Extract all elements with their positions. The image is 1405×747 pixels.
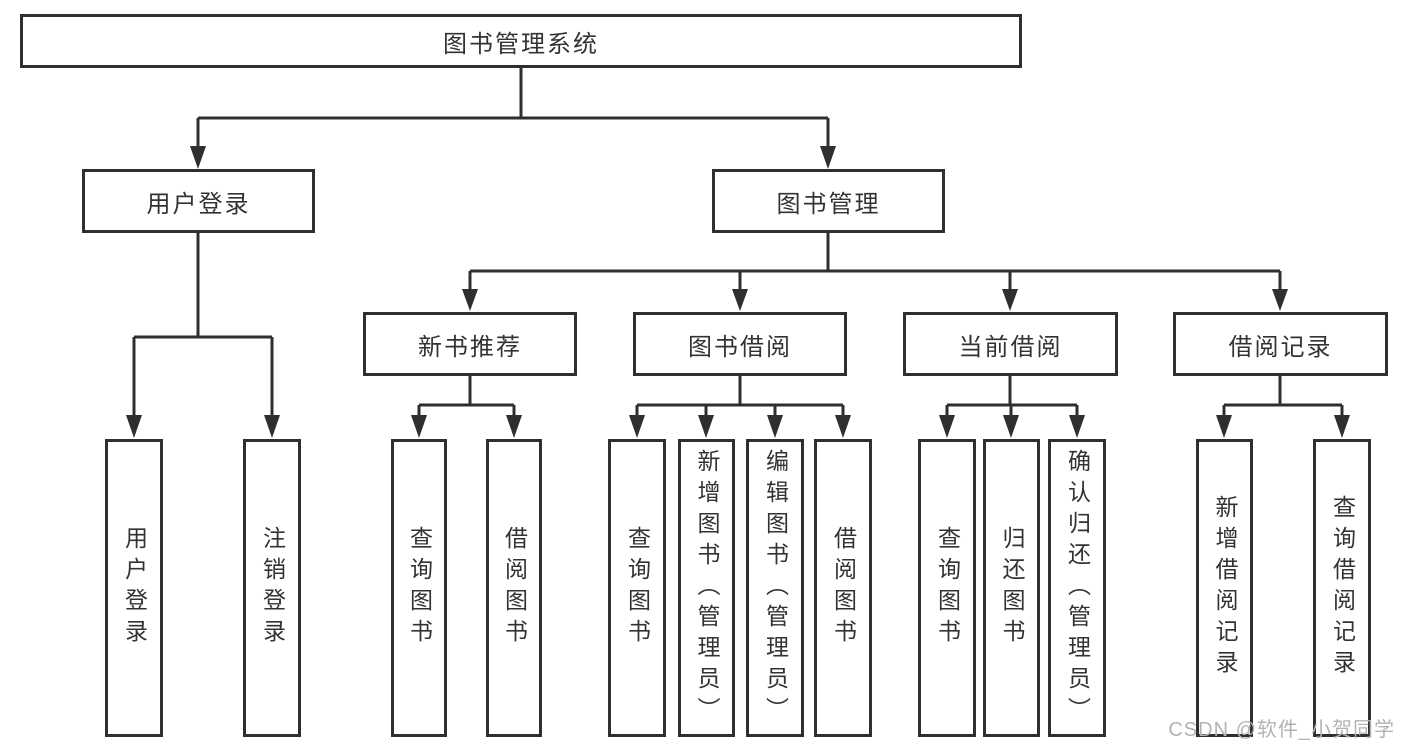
leaf-confirm-return-admin: 确认归还（管理员） (1048, 439, 1106, 737)
node-book-borrowing-label: 图书借阅 (688, 333, 792, 361)
leaf-add-borrow-record-label: 新增借阅记录 (1212, 495, 1238, 681)
leaf-query-books-2: 查询图书 (608, 439, 666, 737)
leaf-borrow-books-1: 借阅图书 (486, 439, 542, 737)
csdn-watermark: CSDN @软件_小贺同学 (1168, 719, 1395, 741)
leaf-query-books-3-label: 查询图书 (934, 526, 961, 650)
node-root: 图书管理系统 (20, 14, 1022, 68)
leaf-edit-books-admin-label: 编辑图书（管理员） (762, 448, 789, 728)
leaf-return-books: 归还图书 (983, 439, 1040, 737)
leaf-query-books-1: 查询图书 (391, 439, 447, 737)
node-book-borrowing: 图书借阅 (633, 312, 847, 376)
node-book-management: 图书管理 (712, 169, 945, 233)
leaf-borrow-books-2-label: 借阅图书 (830, 526, 857, 650)
leaf-query-books-3: 查询图书 (918, 439, 976, 737)
leaf-logout: 注销登录 (243, 439, 301, 737)
node-borrow-records-label: 借阅记录 (1228, 333, 1333, 361)
leaf-add-books-admin-label: 新增图书（管理员） (694, 448, 720, 728)
leaf-query-borrow-record-label: 查询借阅记录 (1329, 495, 1356, 681)
leaf-query-books-1-label: 查询图书 (406, 526, 433, 650)
node-borrow-records: 借阅记录 (1173, 312, 1388, 376)
leaf-return-books-label: 归还图书 (999, 526, 1025, 650)
node-new-book-recommend: 新书推荐 (363, 312, 577, 376)
leaf-user-login: 用户登录 (105, 439, 163, 737)
node-book-management-label: 图书管理 (776, 190, 881, 218)
node-user-login-label: 用户登录 (146, 190, 251, 218)
node-user-login: 用户登录 (82, 169, 315, 233)
leaf-query-books-2-label: 查询图书 (624, 526, 651, 650)
node-current-borrowing: 当前借阅 (903, 312, 1118, 376)
leaf-query-borrow-record: 查询借阅记录 (1313, 439, 1371, 737)
node-root-label: 图书管理系统 (443, 30, 599, 58)
leaf-confirm-return-admin-label: 确认归还（管理员） (1064, 448, 1091, 728)
node-new-book-recommend-label: 新书推荐 (418, 333, 522, 361)
leaf-add-borrow-record: 新增借阅记录 (1196, 439, 1253, 737)
node-current-borrowing-label: 当前借阅 (958, 333, 1063, 361)
leaf-add-books-admin: 新增图书（管理员） (678, 439, 735, 737)
leaf-logout-label: 注销登录 (259, 526, 286, 650)
leaf-borrow-books-1-label: 借阅图书 (501, 526, 528, 650)
leaf-borrow-books-2: 借阅图书 (814, 439, 872, 737)
leaf-user-login-label: 用户登录 (121, 526, 148, 650)
leaf-edit-books-admin: 编辑图书（管理员） (746, 439, 804, 737)
